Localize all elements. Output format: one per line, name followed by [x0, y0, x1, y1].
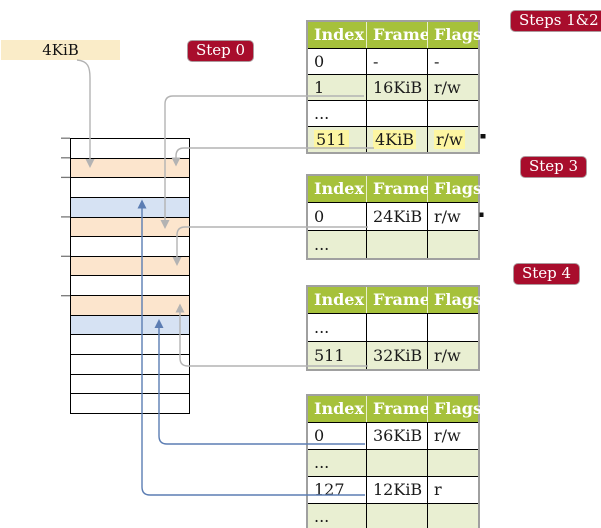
- cell-flags: [428, 231, 478, 258]
- cell-flags: r/w: [428, 75, 478, 100]
- memory-row-48kib: [71, 374, 189, 395]
- table-header: Index Frame Flags: [308, 287, 482, 313]
- memory-row-24kib: [71, 256, 189, 277]
- table-header: Index Frame Flags: [308, 176, 482, 202]
- cell-index: ...: [308, 504, 367, 528]
- memory-row-8kib: [71, 178, 189, 198]
- table-header: Index Frame Flags: [308, 396, 482, 422]
- cell-flags: -: [428, 49, 478, 74]
- cell-index: 1: [308, 75, 367, 100]
- header-frame: Frame: [367, 22, 430, 48]
- cell-index: 511: [308, 342, 367, 369]
- page-table-3: Index Frame Flags ... 511 32KiB r/w: [306, 285, 482, 371]
- cell-flags: r/w: [428, 423, 478, 449]
- memory-row-20kib: [71, 237, 189, 257]
- header-index: Index: [308, 176, 367, 202]
- memory-row-52kib: [71, 394, 189, 413]
- table-row: 0 24KiB r/w: [308, 202, 478, 230]
- table-row: 511 32KiB r/w: [308, 341, 478, 369]
- cell-index: ...: [308, 101, 367, 126]
- memory-tick-marks: [61, 137, 70, 297]
- memory-row-0kib: [71, 139, 189, 159]
- cell-index: ...: [308, 314, 367, 341]
- cell-flags: [428, 314, 478, 341]
- header-index: Index: [308, 396, 367, 422]
- cell-index: ...: [308, 450, 367, 476]
- memory-row-44kib: [71, 355, 189, 375]
- t2-entry-marker-dash: [479, 212, 484, 217]
- cell-frame: [367, 101, 428, 126]
- memory-row-4kib: [71, 158, 189, 179]
- badge-steps-1-2: Steps 1&2: [511, 11, 601, 31]
- highlighted-value: 4KiB: [373, 130, 417, 149]
- table-row: 0 36KiB r/w: [308, 422, 478, 449]
- cell-index: 0: [308, 203, 367, 230]
- header-index: Index: [308, 287, 367, 313]
- badge-step-0: Step 0: [188, 41, 254, 61]
- cell-frame: [367, 231, 428, 258]
- root-pointer-box: 4KiB: [1, 40, 120, 60]
- cell-flags: r/w: [428, 127, 478, 152]
- badge-step-4: Step 4: [514, 264, 580, 284]
- memory-row-36kib: [71, 315, 189, 336]
- header-index: Index: [308, 22, 367, 48]
- memory-row-28kib: [71, 276, 189, 297]
- cell-index: ...: [308, 231, 367, 258]
- root-pointer-label: 4KiB: [42, 41, 79, 59]
- cell-frame: 32KiB: [367, 342, 428, 369]
- memory-row-32kib: [71, 296, 189, 316]
- t1-entry-marker-dash: [480, 134, 486, 139]
- header-flags: Flags: [428, 22, 482, 48]
- cell-flags: r/w: [428, 342, 478, 369]
- header-frame: Frame: [367, 287, 430, 313]
- cell-index: 511: [308, 127, 367, 152]
- memory-row-12kib: [71, 197, 189, 218]
- table-row: ...: [308, 503, 478, 528]
- cell-index: 127: [308, 477, 367, 503]
- cell-frame: [367, 450, 428, 476]
- cell-index: 0: [308, 423, 367, 449]
- cell-flags: [428, 504, 478, 528]
- cell-frame: [367, 504, 428, 528]
- cell-flags: [428, 101, 478, 126]
- table-row: 127 12KiB r: [308, 476, 478, 503]
- highlighted-value: r/w: [434, 130, 465, 149]
- cell-flags: r: [428, 477, 478, 503]
- memory-row-16kib: [71, 217, 189, 238]
- table-row-highlighted: 511 4KiB r/w: [308, 126, 478, 152]
- header-flags: Flags: [428, 396, 482, 422]
- page-table-1: Index Frame Flags 0 - - 1 16KiB r/w ... …: [306, 20, 482, 154]
- header-flags: Flags: [428, 287, 482, 313]
- cell-frame: 36KiB: [367, 423, 428, 449]
- cell-index: 0: [308, 49, 367, 74]
- cell-flags: [428, 450, 478, 476]
- table-row: ...: [308, 230, 478, 258]
- cell-frame: 24KiB: [367, 203, 428, 230]
- table-row: ...: [308, 100, 478, 126]
- cell-frame: 4KiB: [367, 127, 428, 152]
- physical-memory-stack: [70, 138, 190, 414]
- table-header: Index Frame Flags: [308, 22, 482, 48]
- header-frame: Frame: [367, 396, 430, 422]
- cell-frame: 12KiB: [367, 477, 428, 503]
- table-row: ...: [308, 449, 478, 476]
- header-flags: Flags: [428, 176, 482, 202]
- page-table-2: Index Frame Flags 0 24KiB r/w ...: [306, 174, 482, 260]
- cell-frame: 16KiB: [367, 75, 428, 100]
- badge-step-3: Step 3: [521, 157, 587, 177]
- cell-flags: r/w: [428, 203, 478, 230]
- table-row: 0 - -: [308, 48, 478, 74]
- memory-row-40kib: [71, 335, 189, 356]
- highlighted-value: 511: [314, 130, 349, 149]
- cell-frame: -: [367, 49, 428, 74]
- cell-frame: [367, 314, 428, 341]
- table-row: 1 16KiB r/w: [308, 74, 478, 100]
- table-row: ...: [308, 313, 478, 341]
- header-frame: Frame: [367, 176, 430, 202]
- page-table-4: Index Frame Flags 0 36KiB r/w ... 127 12…: [306, 394, 482, 528]
